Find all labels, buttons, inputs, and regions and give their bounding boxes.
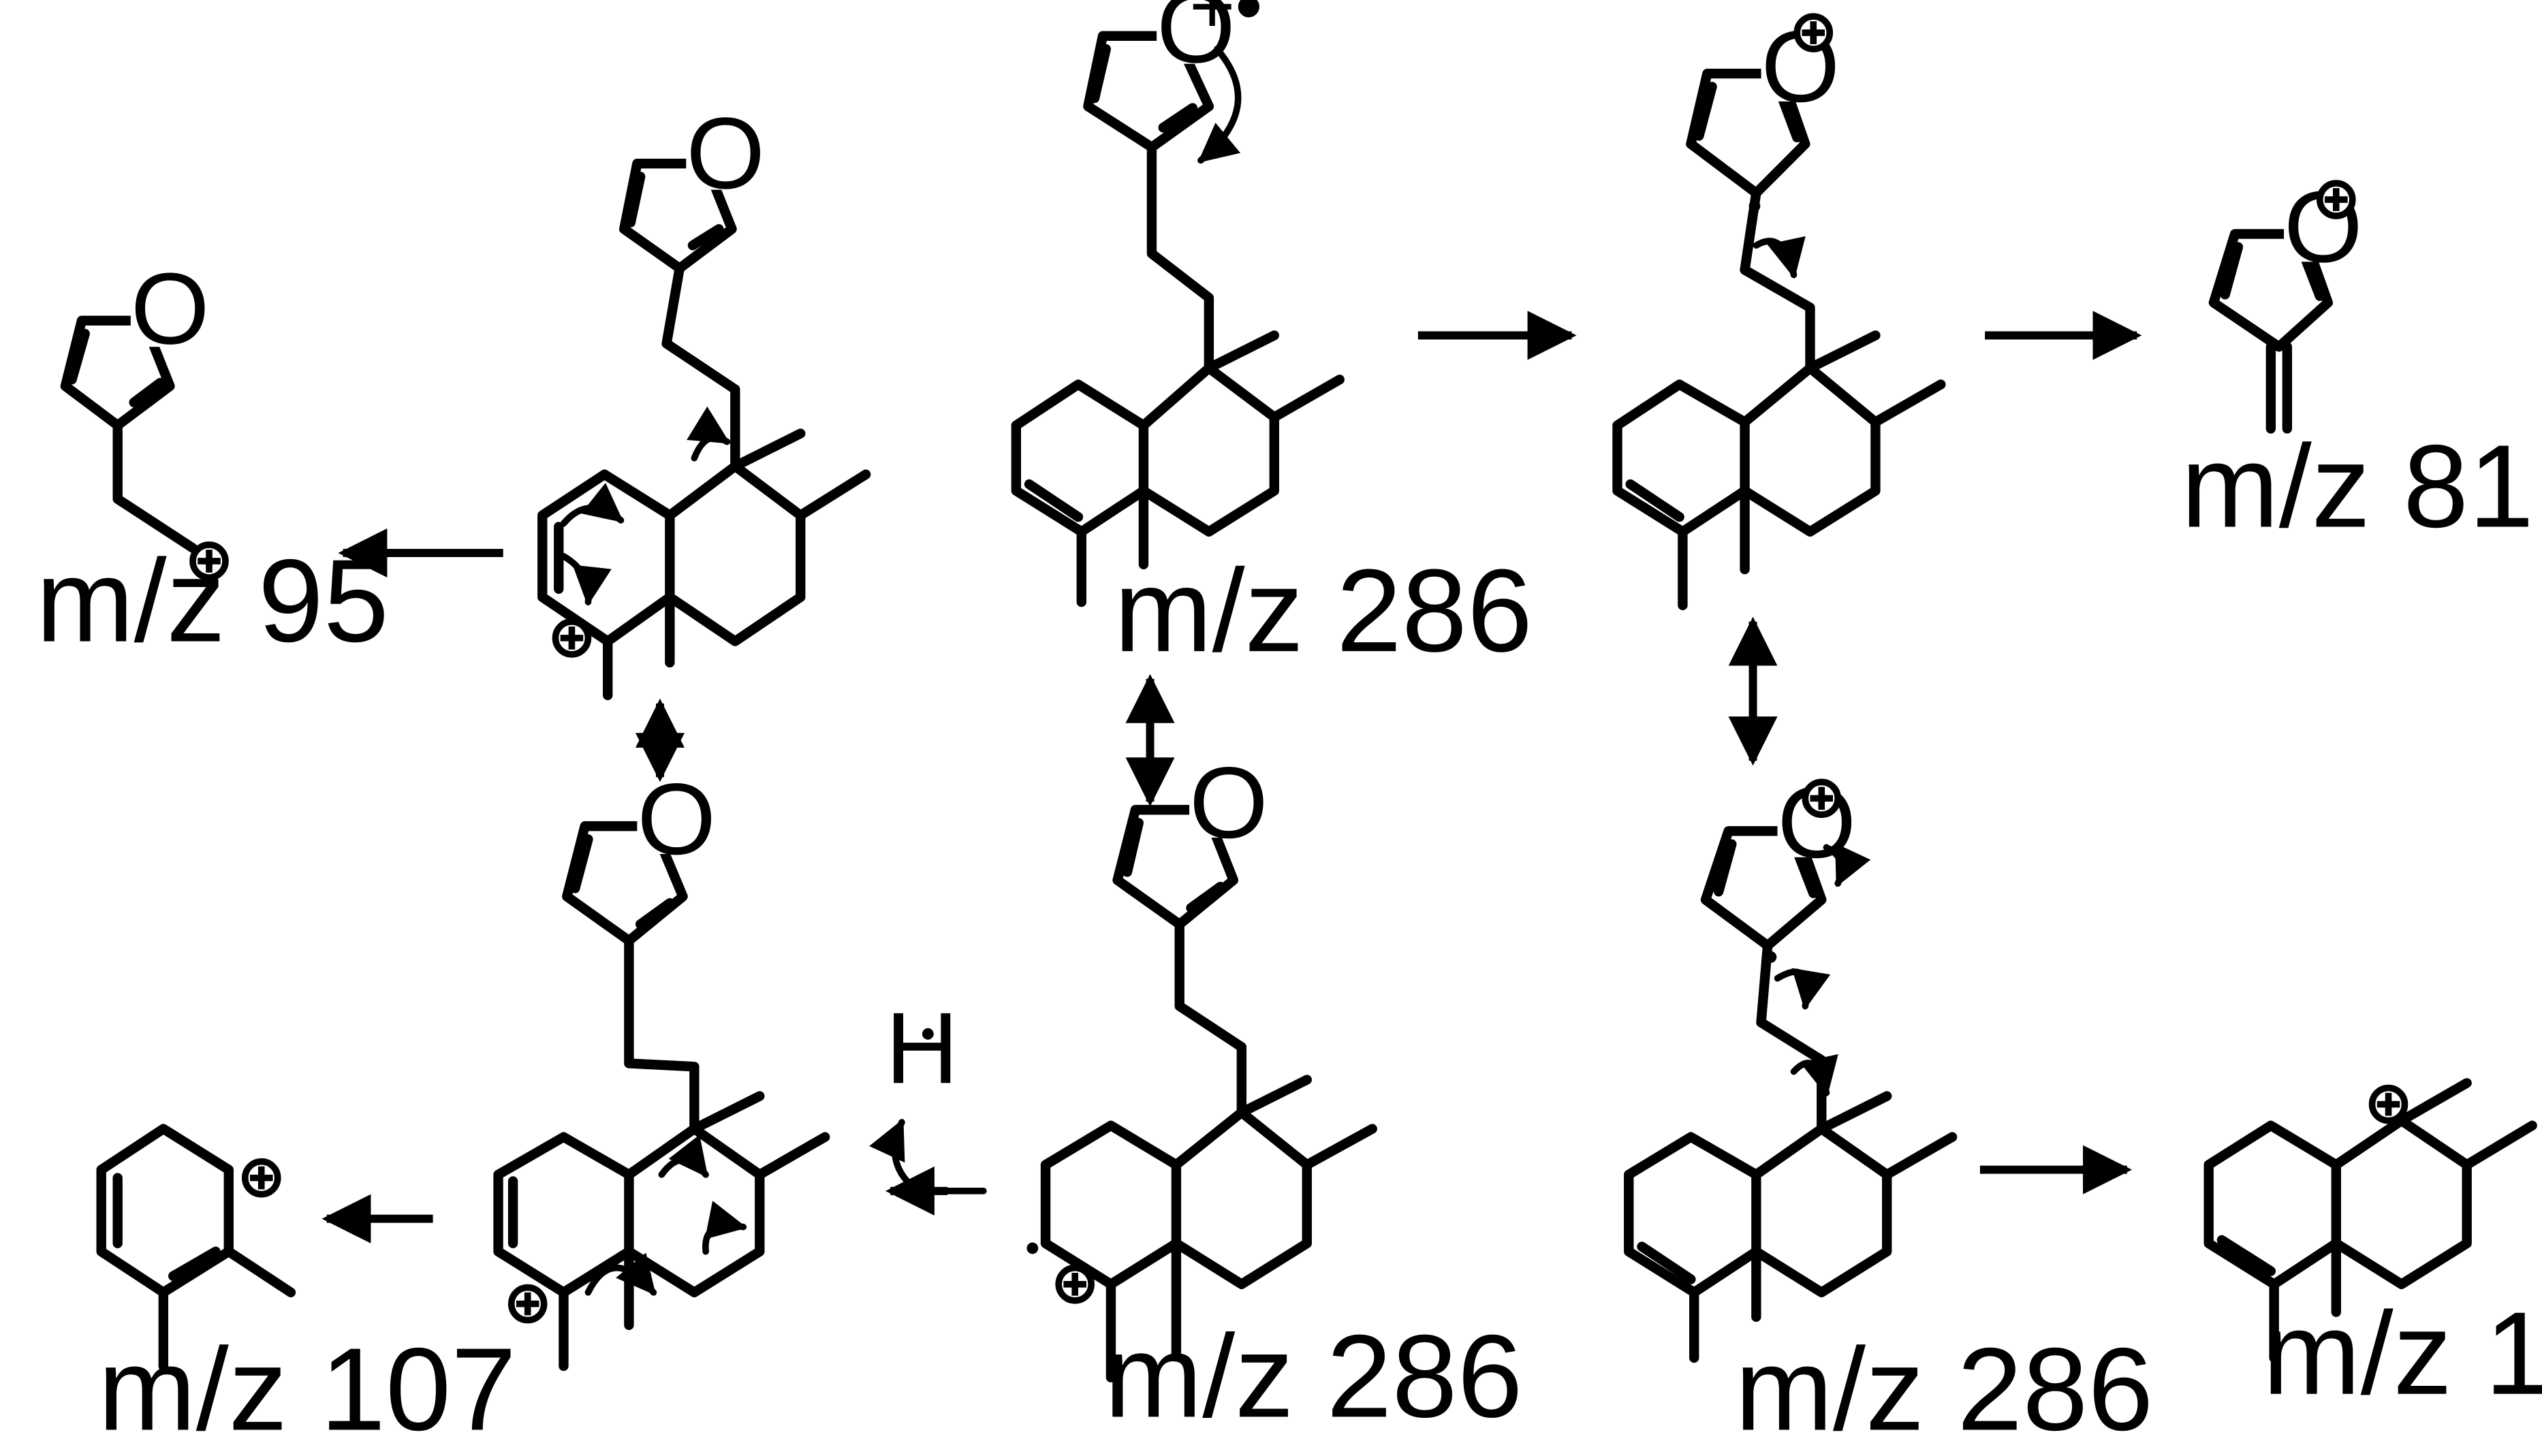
cation-symbol <box>552 618 592 658</box>
label-mz95: m/z 95 <box>36 535 389 667</box>
fragment-mz191: m/z 191 <box>2203 1078 2542 1419</box>
radical-cation-symbol: +• <box>1189 0 1263 50</box>
cation-symbol <box>1802 778 1842 819</box>
cation-symbol <box>189 541 229 581</box>
cation-symbol <box>2317 180 2356 219</box>
label-mz81: m/z 81 <box>2181 420 2534 552</box>
cation-symbol <box>241 1158 281 1198</box>
fragment-mz95: O m/z 95 <box>36 251 389 666</box>
hydrogen-atom: H <box>885 991 958 1105</box>
structure-homoallylic-cation: O <box>493 762 830 1372</box>
oxygen-atom: O <box>1189 746 1268 859</box>
oxygen-atom: O <box>1157 0 1236 84</box>
structure-allylic-cation: O <box>537 96 871 701</box>
hydrogen-loss: H <box>869 991 987 1216</box>
cation-symbol <box>1793 13 1834 52</box>
label-mz286-bottom: m/z 286 <box>1104 1310 1522 1442</box>
cation-symbol <box>2368 1084 2408 1124</box>
oxygen-atom: O <box>131 251 210 365</box>
oxygen-atom: O <box>686 96 765 210</box>
label-mz286-top: m/z 286 <box>1114 545 1533 676</box>
structure-molecular-ion: O +• m/z 286 <box>1011 0 1533 676</box>
oxygen-atom: O <box>637 762 716 876</box>
label-mz286-right: m/z 286 <box>1735 1323 2153 1455</box>
structure-oxonium-radical-2: O m/z 286 <box>1624 765 2153 1455</box>
cation-symbol <box>507 1284 548 1324</box>
cation-symbol <box>1055 1264 1095 1304</box>
structure-distonic-ion: O m/z 286 <box>1026 746 1523 1442</box>
label-mz191: m/z 191 <box>2263 1288 2542 1419</box>
fragment-mz81: O m/z 81 <box>2181 170 2534 552</box>
structure-oxonium-radical: O <box>1612 10 1946 611</box>
fragment-mz107: m/z 107 <box>96 1124 516 1455</box>
label-mz107: m/z 107 <box>98 1323 516 1455</box>
